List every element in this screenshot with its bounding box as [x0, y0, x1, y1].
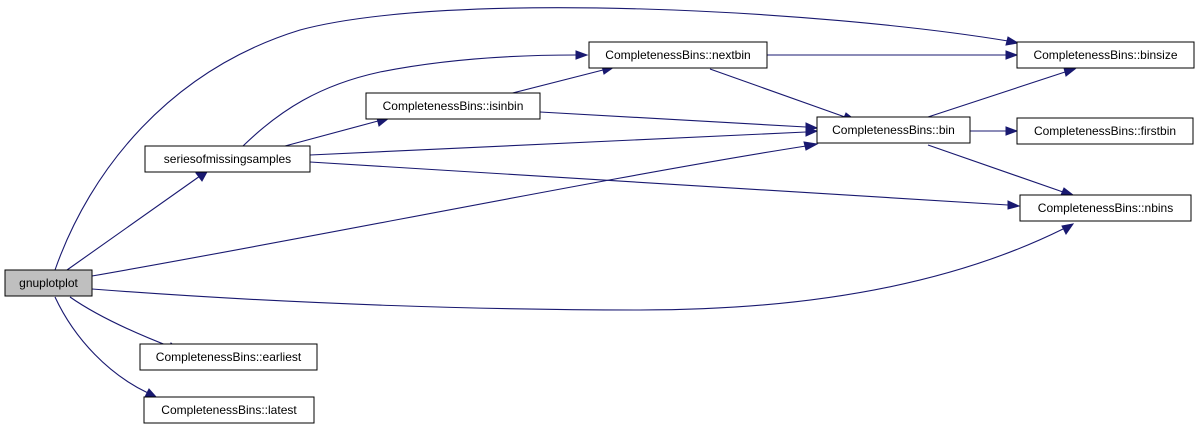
node-label: CompletenessBins::nbins [1038, 201, 1173, 215]
edge-bin-nbins [927, 144, 1064, 193]
node-label: CompletenessBins::earliest [156, 350, 302, 364]
edge-series-nextbin [242, 54, 577, 147]
edge-isinbin-nextbin [504, 69, 604, 96]
arrowhead [1060, 187, 1075, 196]
arrowhead [803, 141, 819, 151]
node-label: CompletenessBins::binsize [1033, 48, 1177, 62]
node-nbins[interactable]: CompletenessBins::nbins [1019, 194, 1192, 222]
node-label: gnuplotplot [19, 276, 78, 290]
edges [54, 7, 1077, 399]
node-label: CompletenessBins::bin [832, 123, 955, 137]
edge-nextbin-bin [709, 68, 846, 118]
node-gnuplotplot[interactable]: gnuplotplot [4, 269, 93, 297]
node-label: CompletenessBins::isinbin [383, 99, 524, 113]
node-firstbin[interactable]: CompletenessBins::firstbin [1016, 117, 1194, 145]
edge-gnuplotplot-bin [91, 145, 807, 277]
node-seriesofmissingsamples[interactable]: seriesofmissingsamples [144, 145, 311, 173]
node-earliest[interactable]: CompletenessBins::earliest [139, 343, 318, 371]
node-label: seriesofmissingsamples [164, 152, 291, 166]
edge-gnuplotplot-earliest [69, 296, 172, 348]
nodes: gnuplotplot seriesofmissingsamples Compl… [4, 41, 1195, 424]
arrowhead [1061, 223, 1075, 235]
arrowhead [1063, 67, 1077, 77]
node-label: CompletenessBins::nextbin [605, 48, 750, 62]
edge-gnuplotplot-latest [54, 296, 149, 394]
edge-series-isinbin [284, 120, 379, 147]
arrowhead [1005, 126, 1019, 136]
edge-bin-binsize [927, 71, 1066, 118]
edge-series-bin [309, 131, 807, 156]
node-latest[interactable]: CompletenessBins::latest [143, 396, 315, 424]
node-nextbin[interactable]: CompletenessBins::nextbin [588, 41, 768, 69]
arrowhead [1007, 200, 1021, 210]
edge-isinbin-bin [539, 111, 807, 128]
node-bin[interactable]: CompletenessBins::bin [816, 116, 971, 144]
edge-gnuplotplot-series [66, 175, 201, 271]
edge-gnuplotplot-nbins [91, 228, 1064, 311]
node-label: CompletenessBins::latest [161, 403, 297, 417]
edge-series-nbins [309, 161, 1009, 206]
arrowhead [1005, 50, 1019, 60]
node-isinbin[interactable]: CompletenessBins::isinbin [365, 92, 541, 120]
arrowhead [805, 122, 819, 132]
arrowhead [1005, 36, 1020, 46]
node-label: CompletenessBins::firstbin [1034, 124, 1176, 138]
edge-gnuplotplot-binsize [54, 7, 1009, 271]
arrowhead [575, 50, 589, 60]
node-binsize[interactable]: CompletenessBins::binsize [1016, 41, 1195, 69]
